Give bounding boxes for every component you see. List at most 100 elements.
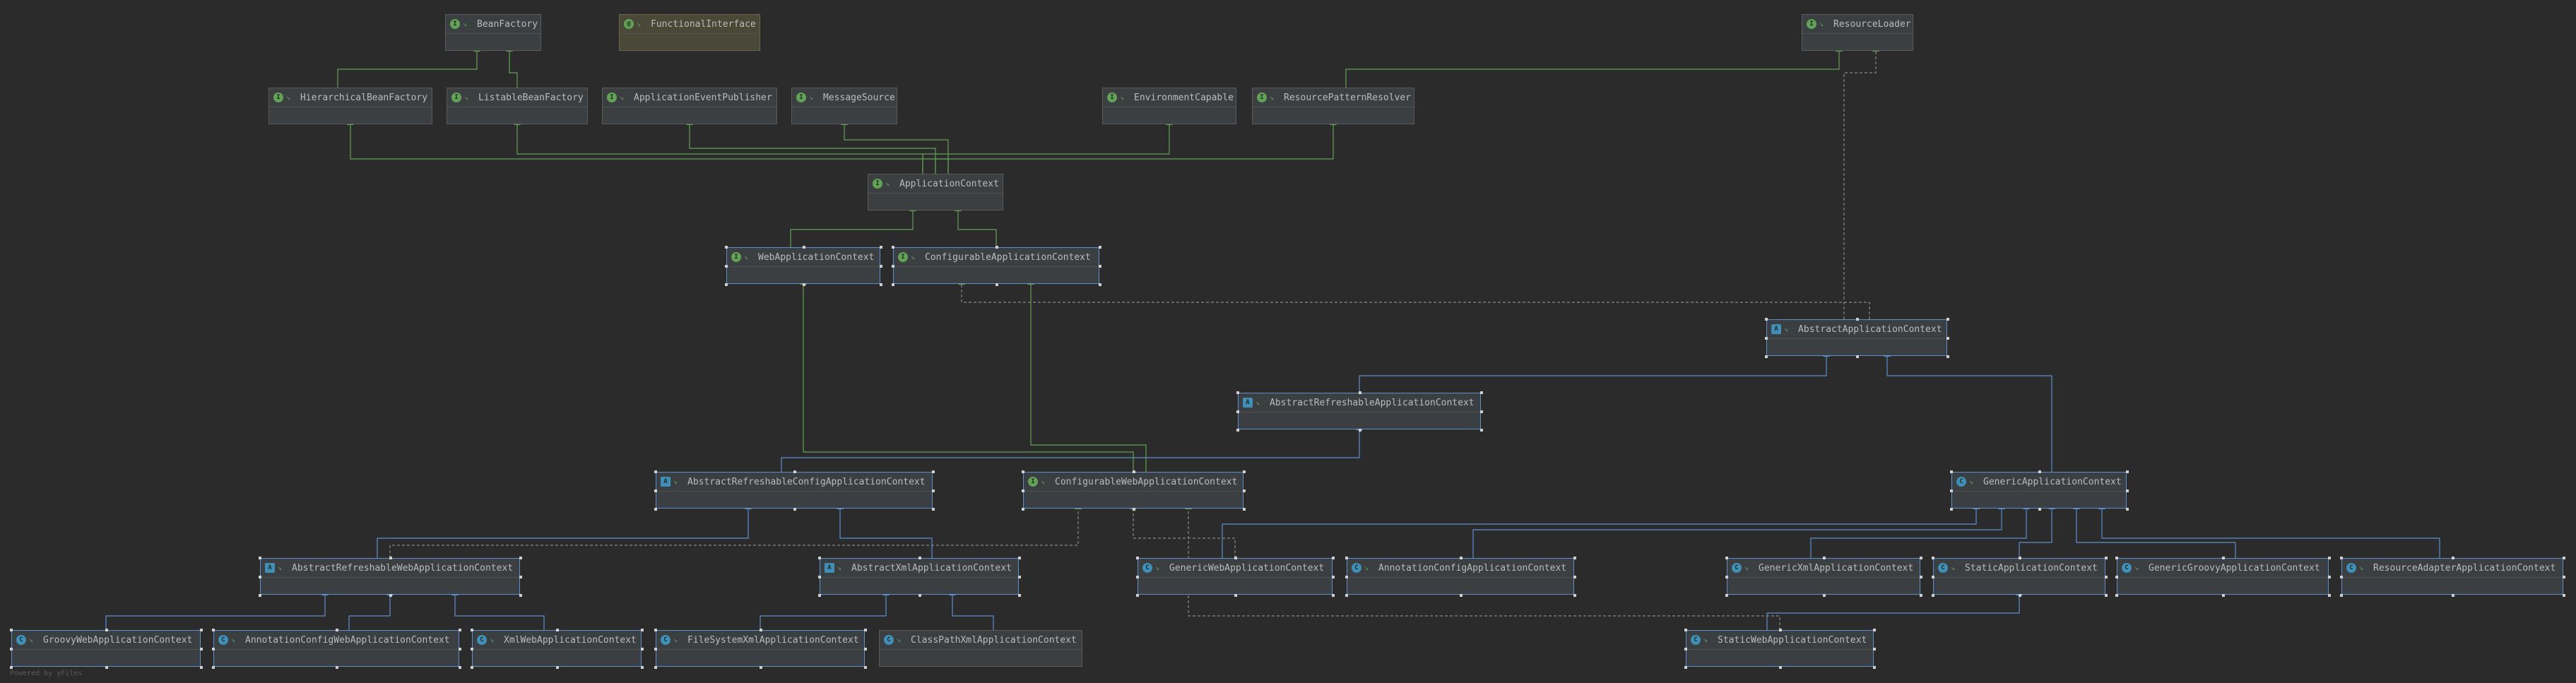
selection-handle[interactable] (793, 508, 796, 511)
selection-handle[interactable] (654, 470, 657, 473)
selection-handle[interactable] (1460, 594, 1463, 597)
selection-handle[interactable] (2340, 576, 2343, 578)
selection-handle[interactable] (2563, 557, 2565, 559)
selection-handle[interactable] (1920, 594, 1922, 597)
selection-handle[interactable] (1018, 594, 1021, 597)
node-resource-loader[interactable]: I↘ResourceLoader (1802, 14, 1913, 51)
selection-handle[interactable] (1332, 576, 1335, 578)
selection-handle[interactable] (2340, 557, 2343, 559)
selection-handle[interactable] (2563, 576, 2565, 578)
selection-handle[interactable] (818, 557, 821, 559)
selection-handle[interactable] (803, 283, 805, 286)
selection-handle[interactable] (2452, 557, 2454, 559)
selection-handle[interactable] (725, 265, 728, 268)
selection-handle[interactable] (1856, 355, 1859, 358)
selection-handle[interactable] (105, 629, 108, 631)
selection-handle[interactable] (10, 629, 13, 631)
selection-handle[interactable] (459, 666, 461, 669)
selection-handle[interactable] (2105, 594, 2108, 597)
node-xml-web-application-context[interactable]: C↘XmlWebApplicationContext (471, 629, 644, 669)
selection-handle[interactable] (1136, 557, 1139, 559)
selection-handle[interactable] (1480, 391, 1483, 394)
selection-handle[interactable] (389, 594, 392, 597)
selection-handle[interactable] (1234, 594, 1237, 597)
node-listable-bean-factory[interactable]: I↘ListableBeanFactory (447, 88, 588, 124)
selection-handle[interactable] (1725, 576, 1728, 578)
selection-handle[interactable] (1243, 470, 1246, 473)
selection-handle[interactable] (556, 629, 559, 631)
node-abstract-refreshable-config-application-context[interactable]: A↘AbstractRefreshableConfigApplicationCo… (654, 470, 935, 511)
selection-handle[interactable] (1950, 470, 1953, 473)
selection-handle[interactable] (1018, 557, 1021, 559)
selection-handle[interactable] (1950, 508, 1953, 511)
node-hierarchical-bean-factory[interactable]: I↘HierarchicalBeanFactory (268, 88, 432, 124)
selection-handle[interactable] (556, 666, 559, 669)
selection-handle[interactable] (1725, 594, 1728, 597)
selection-handle[interactable] (105, 666, 108, 669)
selection-handle[interactable] (2328, 557, 2331, 559)
node-generic-groovy-application-context[interactable]: C↘GenericGroovyApplicationContext (2115, 557, 2331, 597)
selection-handle[interactable] (1359, 391, 1361, 394)
selection-handle[interactable] (1345, 594, 1348, 597)
selection-handle[interactable] (1573, 576, 1576, 578)
selection-handle[interactable] (2019, 594, 2021, 597)
selection-handle[interactable] (10, 648, 13, 651)
node-generic-web-application-context[interactable]: C↘GenericWebApplicationContext (1136, 557, 1335, 597)
selection-handle[interactable] (10, 666, 13, 669)
selection-handle[interactable] (2328, 576, 2331, 578)
selection-handle[interactable] (1765, 355, 1768, 358)
node-generic-xml-application-context[interactable]: C↘GenericXmlApplicationContext (1725, 557, 1922, 597)
selection-handle[interactable] (892, 265, 894, 268)
selection-handle[interactable] (1823, 594, 1826, 597)
selection-handle[interactable] (1932, 576, 1934, 578)
selection-handle[interactable] (2222, 594, 2225, 597)
selection-handle[interactable] (1946, 355, 1949, 358)
selection-handle[interactable] (1684, 648, 1687, 651)
selection-handle[interactable] (818, 594, 821, 597)
selection-handle[interactable] (336, 629, 338, 631)
selection-handle[interactable] (519, 576, 522, 578)
selection-handle[interactable] (2126, 489, 2129, 492)
selection-handle[interactable] (1460, 557, 1463, 559)
selection-handle[interactable] (200, 648, 203, 651)
selection-handle[interactable] (818, 576, 821, 578)
node-groovy-web-application-context[interactable]: C↘GroovyWebApplicationContext (10, 629, 203, 669)
node-generic-application-context[interactable]: C↘GenericApplicationContext (1950, 470, 2129, 511)
selection-handle[interactable] (725, 246, 728, 249)
selection-handle[interactable] (641, 666, 644, 669)
selection-handle[interactable] (1099, 283, 1101, 286)
selection-handle[interactable] (932, 470, 935, 473)
selection-handle[interactable] (654, 489, 657, 492)
selection-handle[interactable] (1873, 648, 1876, 651)
node-file-system-xml-application-context[interactable]: C↘FileSystemXmlApplicationContext (654, 629, 867, 669)
selection-handle[interactable] (2038, 470, 2041, 473)
selection-handle[interactable] (1359, 429, 1361, 432)
selection-handle[interactable] (1480, 410, 1483, 413)
selection-handle[interactable] (918, 594, 921, 597)
selection-handle[interactable] (1332, 557, 1335, 559)
selection-handle[interactable] (259, 557, 261, 559)
selection-handle[interactable] (641, 648, 644, 651)
selection-handle[interactable] (654, 508, 657, 511)
selection-handle[interactable] (1022, 508, 1024, 511)
selection-handle[interactable] (892, 283, 894, 286)
selection-handle[interactable] (2019, 557, 2021, 559)
selection-handle[interactable] (1823, 557, 1826, 559)
selection-handle[interactable] (1779, 629, 1782, 631)
selection-handle[interactable] (1920, 576, 1922, 578)
selection-handle[interactable] (259, 594, 261, 597)
selection-handle[interactable] (1765, 337, 1768, 340)
selection-handle[interactable] (892, 246, 894, 249)
selection-handle[interactable] (2563, 594, 2565, 597)
selection-handle[interactable] (519, 594, 522, 597)
node-functional-interface[interactable]: @↘FunctionalInterface (619, 14, 760, 51)
node-environment-capable[interactable]: I↘EnvironmentCapable (1102, 88, 1236, 124)
selection-handle[interactable] (1243, 489, 1246, 492)
selection-handle[interactable] (1133, 508, 1135, 511)
selection-handle[interactable] (932, 489, 935, 492)
node-static-web-application-context[interactable]: C↘StaticWebApplicationContext (1684, 629, 1876, 669)
selection-handle[interactable] (1099, 246, 1101, 249)
selection-handle[interactable] (1765, 318, 1768, 321)
selection-handle[interactable] (2452, 594, 2454, 597)
selection-handle[interactable] (1345, 557, 1348, 559)
